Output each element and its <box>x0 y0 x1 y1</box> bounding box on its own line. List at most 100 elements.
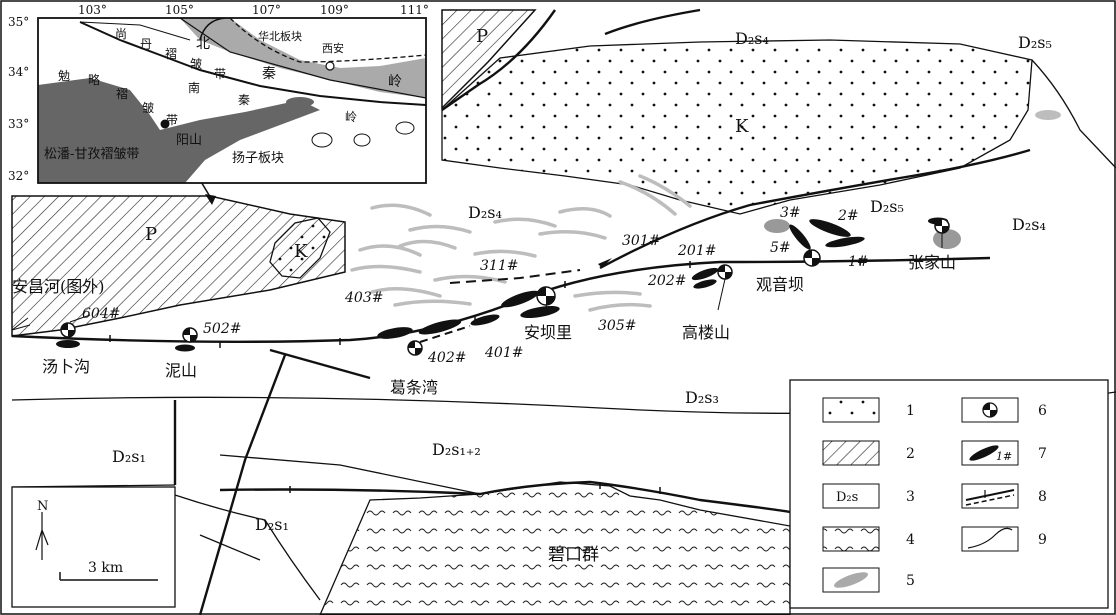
svg-text:D₂s: D₂s <box>836 490 858 505</box>
inset-lon-105: 105° <box>165 3 194 17</box>
inset-qinling-white-strip <box>230 18 426 68</box>
deposit-symbols <box>60 218 950 356</box>
orebody-label-301: 301# <box>622 233 660 249</box>
inset-shangdan-char-3: 褶 <box>165 46 177 61</box>
inset-mianlue-char-5: 带 <box>166 113 178 127</box>
orebody-label-201: 201# <box>677 243 716 259</box>
unit-label-p-west: P <box>145 224 157 245</box>
leader-lines <box>11 233 943 331</box>
unit-label-d2s4-east: D₂s₄ <box>1012 215 1046 234</box>
unit-label-bikou: 碧口群 <box>548 545 599 565</box>
inset-lat-32: 32° <box>8 169 29 183</box>
locality-label-nishan: 泥山 <box>165 361 197 380</box>
inset-lon-111: 111° <box>400 3 429 17</box>
svg-text:8: 8 <box>1038 489 1047 505</box>
inset-huabei-label: 华北板块 <box>258 29 302 43</box>
grey-lens-zhangjiashan <box>933 229 961 249</box>
inset-mianlue-char-3: 褶 <box>116 86 128 101</box>
unit-label-d2s5-east: D₂s₅ <box>870 197 904 216</box>
svg-text:7: 7 <box>1038 446 1047 462</box>
deposit-symbol-nishan <box>182 327 198 343</box>
inset-songpan-label: 松潘-甘孜褶皱带 <box>44 146 139 162</box>
grey-bands <box>350 174 692 312</box>
svg-text:1#: 1# <box>996 450 1012 463</box>
inset-shangdan-char-5: 带 <box>214 67 226 81</box>
orebody-label-305: 305# <box>598 318 636 334</box>
inset-yangshan-marker <box>160 119 170 129</box>
inset-nanling-char: 岭 <box>345 110 357 124</box>
inset-shangdan-char-4: 皱 <box>190 56 202 71</box>
legend-item-2: 2 <box>822 440 915 466</box>
north-arrow-icon <box>35 512 49 560</box>
legend-item-8: 8 <box>961 483 1047 509</box>
svg-text:2: 2 <box>906 446 915 462</box>
svg-text:4: 4 <box>906 532 915 548</box>
inset-yangshan-label: 阳山 <box>176 133 202 148</box>
inset-yangzi-label: 扬子板块 <box>232 151 284 166</box>
deposit-symbol-tangbugou <box>60 322 76 338</box>
unit-label-d2s3: D₂s₃ <box>685 388 719 407</box>
deposit-symbol-guanyinba <box>803 249 821 267</box>
inset-mianlue-char-1: 勉 <box>58 69 70 83</box>
unit-label-d2s12: D₂s₁₊₂ <box>432 440 481 459</box>
orebody-label-1: 1# <box>848 254 869 270</box>
inset-north-char: 北 <box>196 36 210 52</box>
inset-nan-char: 南 <box>188 80 200 95</box>
orebody-label-202: 202# <box>647 273 686 289</box>
deposit-symbol-zhangjiashan <box>934 218 950 234</box>
inset-songpan-block <box>38 78 320 183</box>
inset-qin-char: 秦 <box>262 66 276 82</box>
unit-label-d2s1-south: D₂s₁ <box>255 515 289 534</box>
orebody-label-311: 311# <box>480 258 518 274</box>
legend-item-4: 4 <box>822 526 915 552</box>
inset-lon-107: 107° <box>252 3 281 17</box>
orebody-label-401: 401# <box>484 345 523 361</box>
grey-lens-guanyinba <box>764 219 790 233</box>
legend-item-6: 6 <box>961 397 1047 423</box>
unit-label-d2s1-west: D₂s₁ <box>112 447 146 466</box>
inset-lon-103: 103° <box>78 3 107 17</box>
scale-bar-label: 3 km <box>88 560 123 576</box>
deposit-symbol-gaoloushan <box>717 264 733 280</box>
locality-label-tangbugou: 汤卜沟 <box>42 357 90 376</box>
legend-item-3: D₂s 3 <box>822 483 915 509</box>
locality-label-zhangjiashan: 张家山 <box>908 253 956 272</box>
inset-pointer-arrowhead <box>205 194 216 205</box>
orebody-label-604: 604# <box>82 306 120 322</box>
inset-shangdan-char-2: 丹 <box>140 37 152 51</box>
svg-text:5: 5 <box>906 573 915 589</box>
legend-item-7: 1# 7 <box>961 440 1047 466</box>
unit-label-k-basin: K <box>735 116 749 137</box>
inset-lat-33: 33° <box>8 117 29 131</box>
fault-arrow <box>598 258 612 268</box>
orebody-label-502: 502# <box>203 321 241 337</box>
locality-label-gaoloushan: 高楼山 <box>682 323 730 342</box>
legend: 1 2 D₂s 3 4 5 6 1# 7 <box>789 379 1109 609</box>
inset-ling-char: 岭 <box>388 74 402 90</box>
inset-lat-35: 35° <box>8 15 29 29</box>
unit-label-d2s4-central: D₂s₄ <box>468 203 502 222</box>
inferred-fault <box>449 269 581 284</box>
cretaceous-outlier <box>269 217 331 279</box>
inset-lon-109: 109° <box>320 3 349 17</box>
legend-item-9: 9 <box>961 526 1047 552</box>
unit-label-p-north: P <box>476 26 488 47</box>
locality-label-anchang: 安昌河(图外) <box>12 277 105 296</box>
unit-label-k-outlier: K <box>294 241 308 262</box>
unit-label-d2s4-north: D₂s₄ <box>735 29 769 48</box>
orebody-label-2: 2# <box>837 208 859 224</box>
svg-text:9: 9 <box>1038 532 1047 548</box>
inset-lat-34: 34° <box>8 65 29 79</box>
inset-xian-label: 西安 <box>322 41 344 55</box>
orebody-label-3: 3# <box>780 205 801 221</box>
legend-item-1: 1 <box>822 397 915 423</box>
ore-bodies <box>56 217 948 352</box>
svg-text:3: 3 <box>906 489 915 505</box>
locality-label-guanyinba: 观音坝 <box>756 275 804 294</box>
inset-shangdan-char-1: 尚 <box>115 27 127 41</box>
locality-label-getiaowan: 葛条湾 <box>390 378 438 397</box>
orebody-label-402: 402# <box>427 350 466 366</box>
orebody-label-5: 5# <box>770 240 791 256</box>
inset-map: 35° 34° 33° 32° 103° 105° 107° 109° 111°… <box>8 3 429 184</box>
